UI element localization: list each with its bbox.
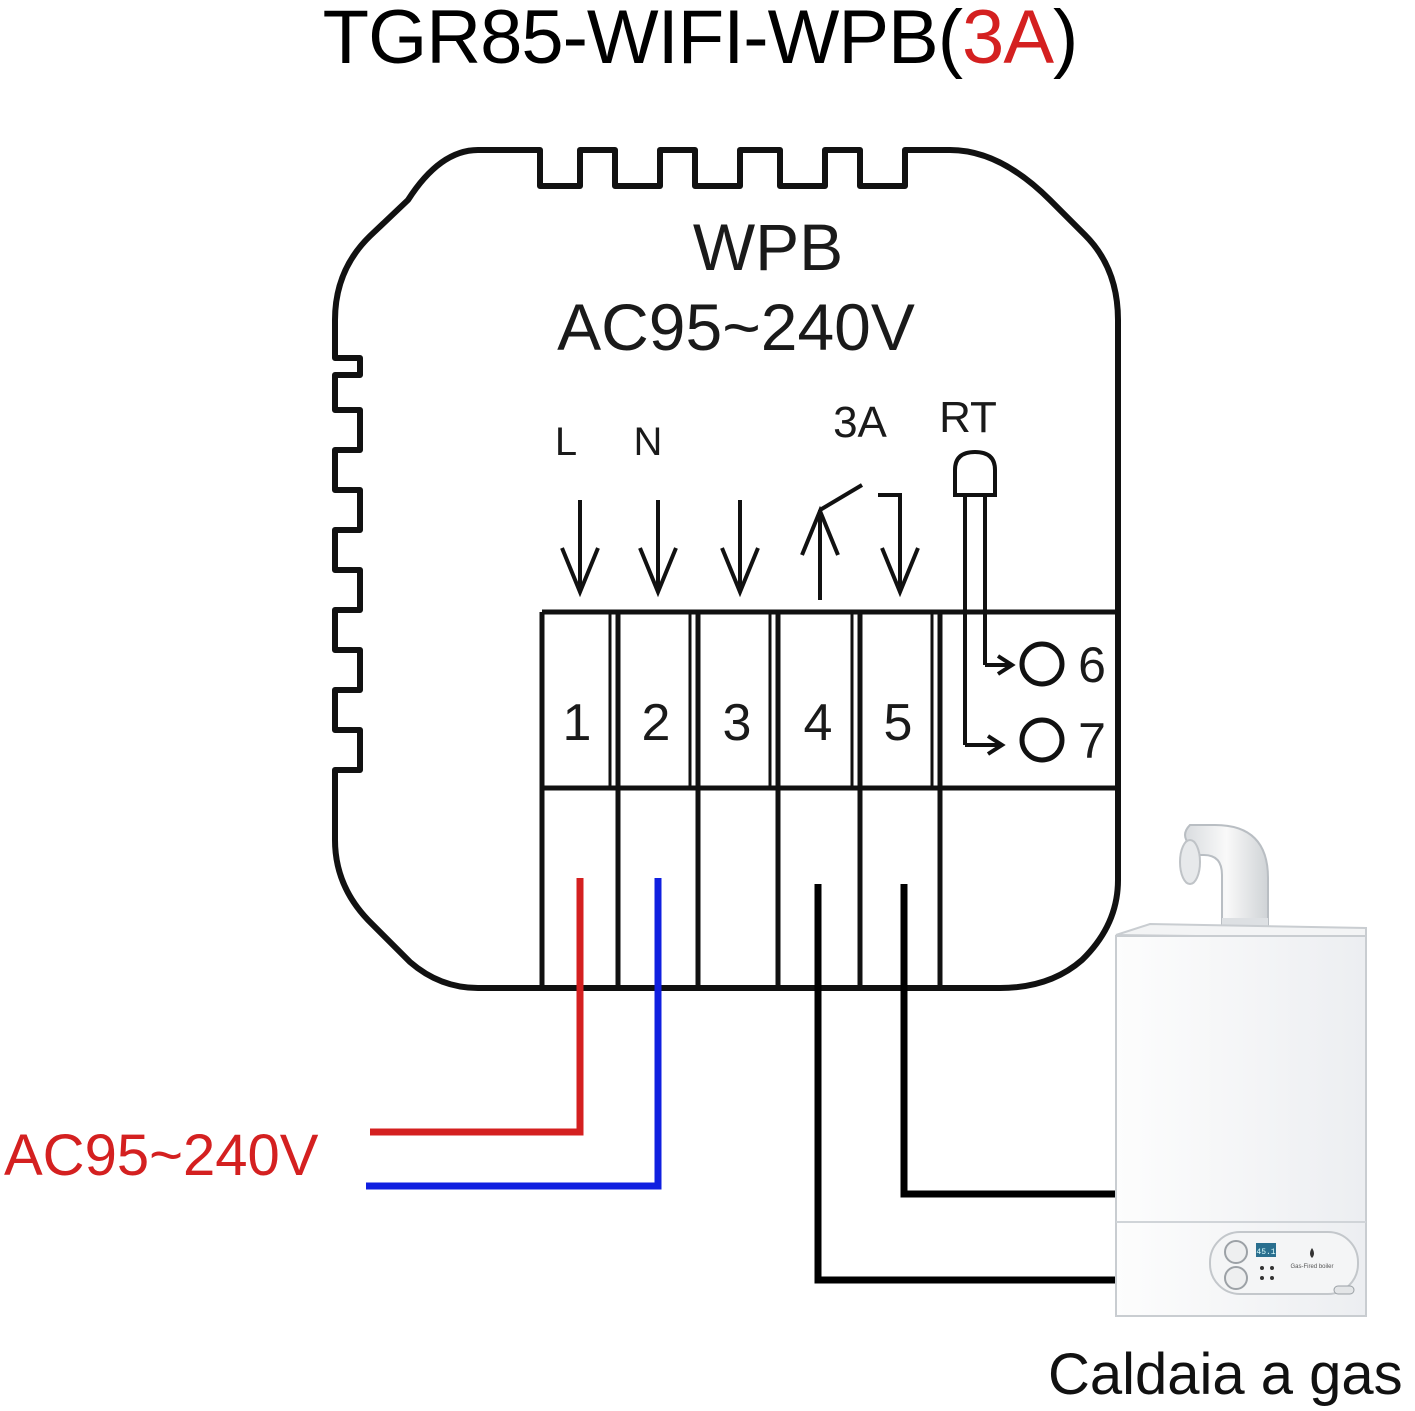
terminal-number: 2	[642, 694, 671, 752]
boiler-brand-text: Gas-Fired boiler	[1290, 1264, 1333, 1270]
terminal-dividers	[608, 612, 934, 788]
supply-voltage-label: AC95~240V	[4, 1123, 319, 1188]
sensor-label: RT	[939, 393, 997, 442]
sensor-terminal-number: 7	[1078, 713, 1106, 769]
sensor-terminal-circle	[1019, 717, 1065, 763]
terminal-number: 3	[723, 694, 752, 752]
relay-switch-icon	[800, 483, 920, 600]
sensor-terminal-number: 6	[1078, 637, 1106, 693]
down-arrow-icon	[560, 500, 600, 598]
live-terminal-letter: L	[555, 420, 577, 464]
terminal-number: 5	[884, 694, 913, 752]
thermostat-housing	[332, 147, 1121, 991]
load-wire-terminal-5	[900, 884, 1118, 1198]
sensor-terminal-circle	[1019, 641, 1065, 687]
down-arrow-icon	[638, 500, 678, 598]
boiler-label: Caldaia a gas	[1048, 1342, 1403, 1407]
model-label: WPB	[693, 210, 843, 284]
title-model: TGR85-WIFI-WPB(	[322, 0, 963, 80]
diagram-title: TGR85-WIFI-WPB(3A)	[0, 0, 1400, 76]
down-arrow-icon	[720, 500, 760, 598]
terminal-number: 4	[804, 694, 833, 752]
gas-boiler-illustration: 45.1 Gas-Fired boiler	[1115, 824, 1367, 1317]
title-close: )	[1053, 0, 1078, 80]
load-wire-terminal-4	[814, 884, 1118, 1284]
title-rating: 3A	[962, 0, 1054, 80]
neutral-wire	[366, 878, 662, 1190]
relay-rating-label: 3A	[833, 398, 887, 447]
terminal-number: 1	[563, 694, 592, 752]
terminal-block	[539, 609, 1118, 985]
neutral-terminal-letter: N	[634, 420, 663, 464]
temperature-sensor-icon	[953, 449, 1016, 756]
voltage-label: AC95~240V	[557, 290, 915, 364]
boiler-display-readout: 45.1	[1256, 1248, 1275, 1257]
live-wire	[370, 878, 584, 1136]
